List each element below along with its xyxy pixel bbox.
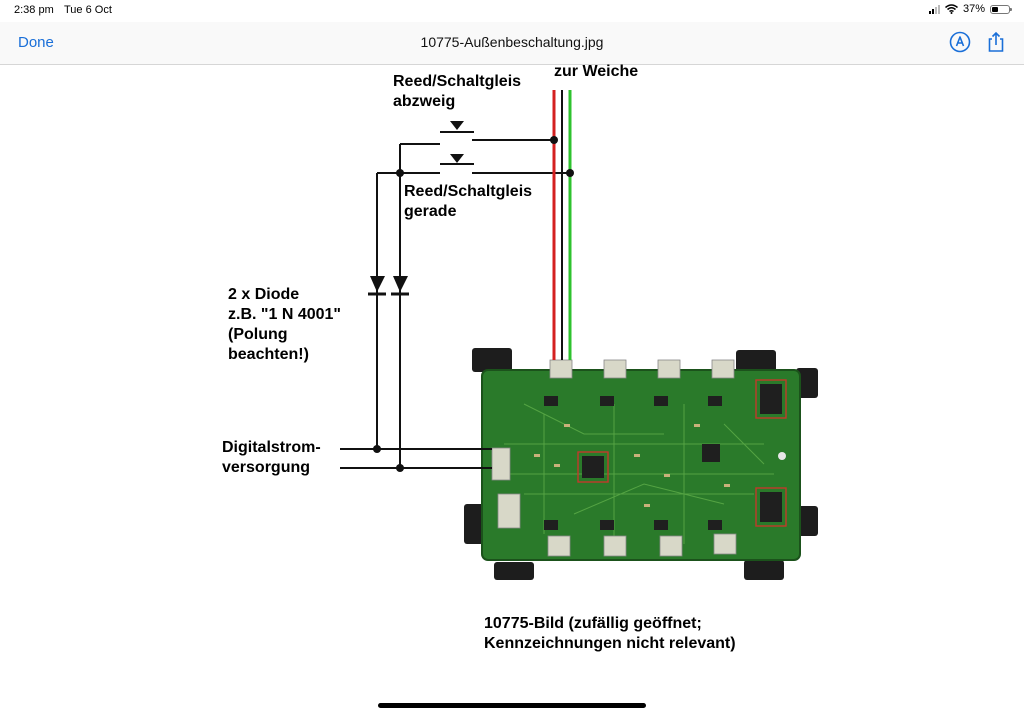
label-reed-abzweig: Reed/Schaltgleis abzweig	[393, 73, 522, 110]
status-time: 2:38 pm	[14, 4, 54, 16]
file-title: 10775-Außenbeschaltung.jpg	[420, 34, 604, 50]
caption-pcb: 10775-Bild (zufällig geöffnet; Kennzeich…	[484, 615, 736, 652]
wiring-diagram	[340, 90, 574, 472]
label-zur-weiche: zur Weiche	[554, 63, 639, 80]
status-bar: 2:38 pm Tue 6 Oct 37%	[0, 0, 1024, 22]
wifi-icon	[944, 4, 958, 14]
markup-icon[interactable]	[948, 30, 972, 54]
label-digitalstrom: Digitalstrom- versorgung	[222, 439, 321, 476]
share-icon[interactable]	[984, 30, 1008, 54]
home-indicator[interactable]	[378, 703, 646, 708]
battery-percent: 37%	[962, 3, 985, 15]
status-date: Tue 6 Oct	[64, 4, 112, 16]
image-viewer[interactable]: zur Weiche Reed/Schaltgleis abzweig Reed…	[0, 63, 1024, 700]
battery-icon	[990, 4, 1012, 14]
done-button[interactable]: Done	[18, 34, 54, 51]
status-right: 37%	[928, 3, 1012, 15]
pcb-photo	[464, 344, 820, 584]
signal-icon	[928, 4, 940, 14]
label-diode: 2 x Diode z.B. "1 N 4001" (Polung beacht…	[228, 286, 341, 363]
label-reed-gerade: Reed/Schaltgleis gerade	[404, 183, 533, 220]
nav-bar: Done 10775-Außenbeschaltung.jpg	[0, 22, 1024, 65]
